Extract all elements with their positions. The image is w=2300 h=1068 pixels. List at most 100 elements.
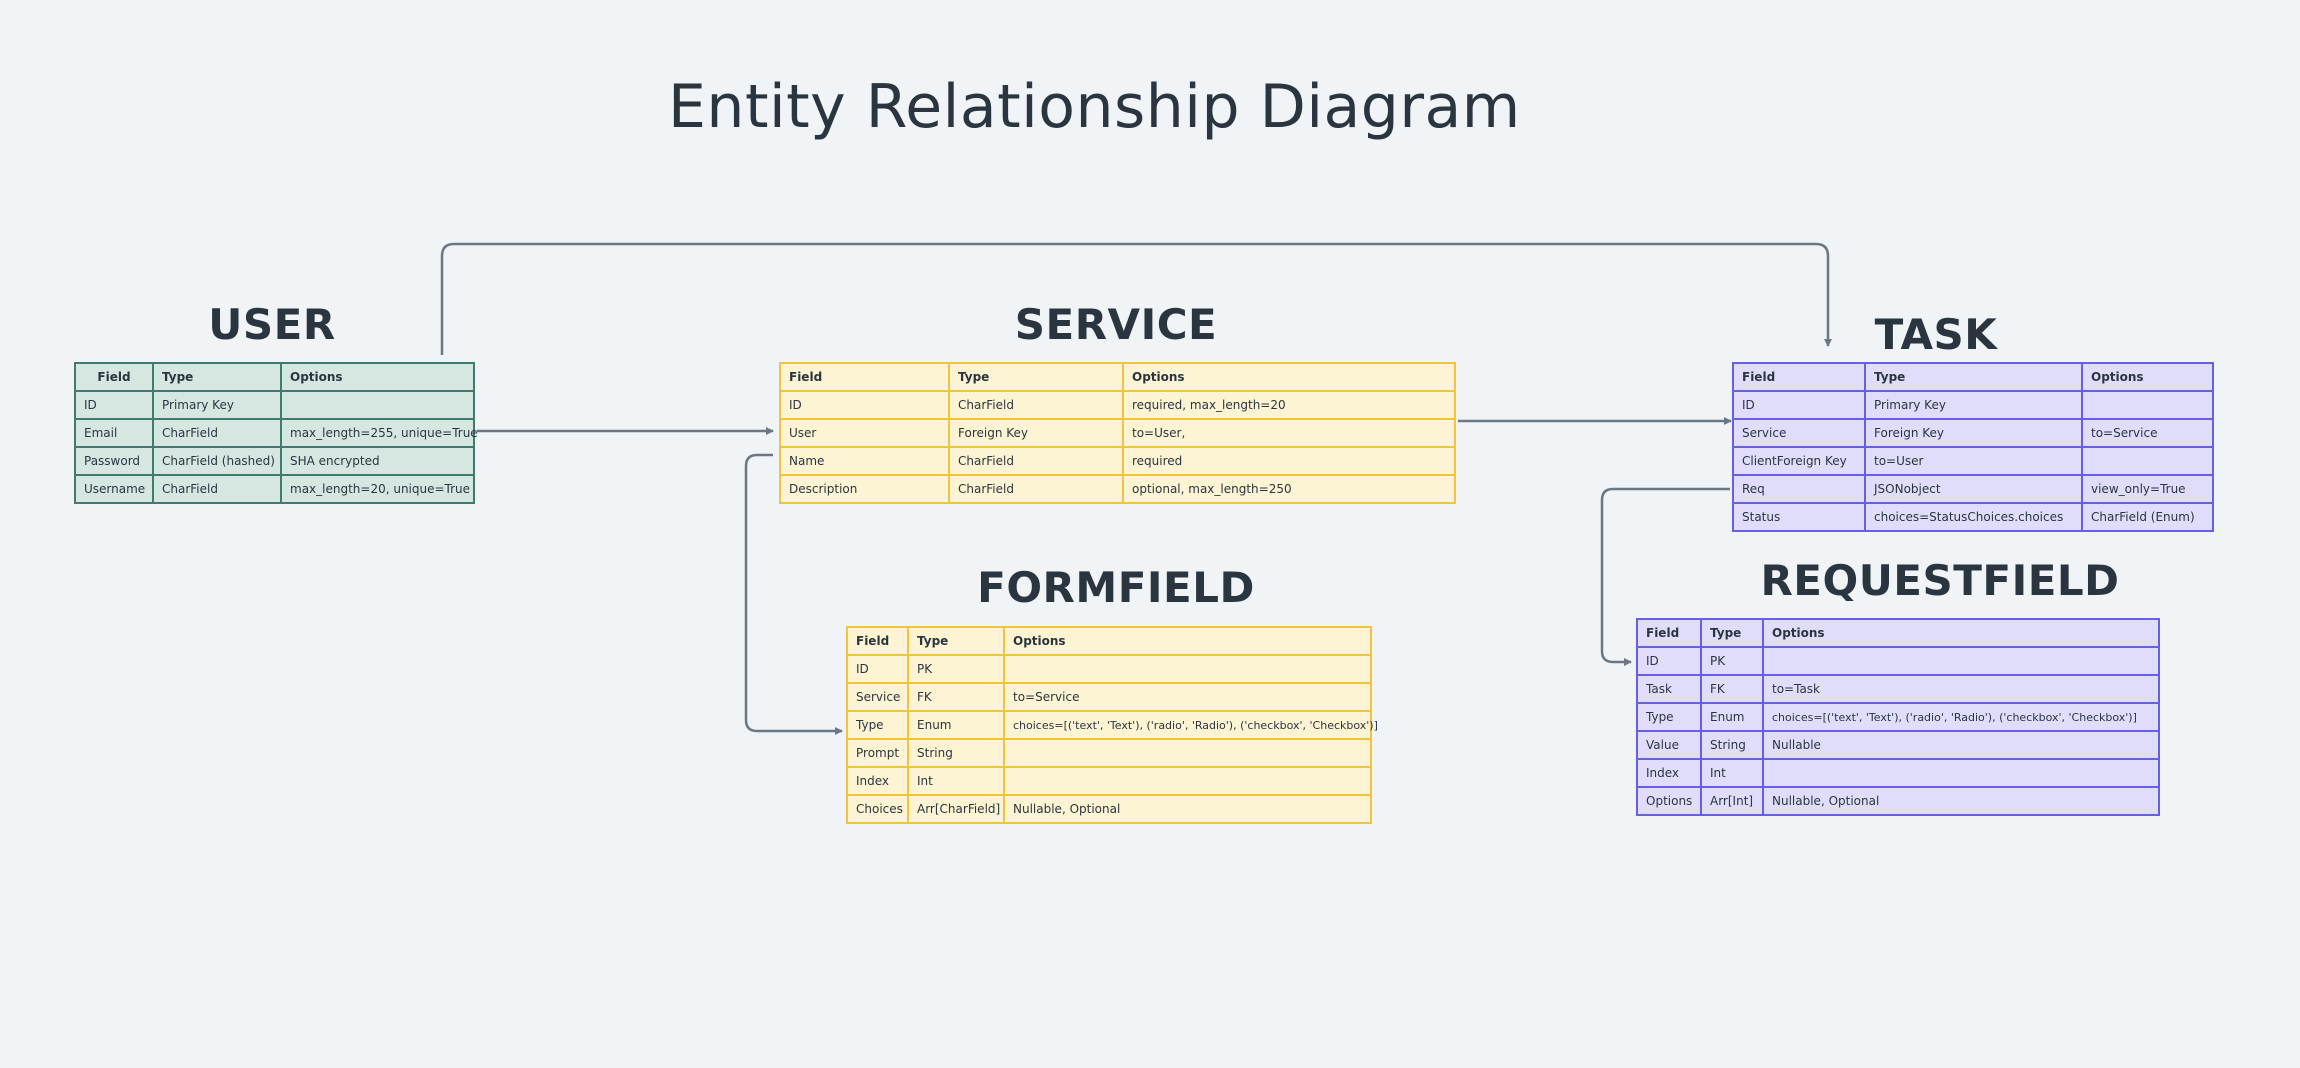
- page-title: Entity Relationship Diagram: [668, 72, 1521, 142]
- table-row: ID CharField required, max_length=20: [779, 390, 1456, 420]
- options-cell: to=Service: [1003, 682, 1372, 712]
- table-header-row: Field Type Options: [1636, 618, 2160, 648]
- field-cell: ID: [74, 390, 154, 420]
- type-cell: Int: [1700, 758, 1764, 788]
- column-header-options: Options: [1762, 618, 2160, 648]
- options-cell: Nullable, Optional: [1762, 786, 2160, 816]
- table-row: Description CharField optional, max_leng…: [779, 474, 1456, 504]
- table-header-row: Field Type Options: [74, 362, 475, 392]
- table-row: ClientForeign Key to=User: [1732, 446, 2214, 476]
- type-cell: CharField: [152, 474, 282, 504]
- field-cell: Service: [1732, 418, 1866, 448]
- options-cell: choices=[('text', 'Text'), ('radio', 'Ra…: [1003, 710, 1378, 740]
- field-cell: Name: [779, 446, 950, 476]
- table-row: Service Foreign Key to=Service: [1732, 418, 2214, 448]
- column-header-field: Field: [779, 362, 950, 392]
- options-cell: max_length=20, unique=True: [280, 474, 475, 504]
- table-row: User Foreign Key to=User,: [779, 418, 1456, 448]
- field-cell: ID: [846, 654, 909, 684]
- options-cell: Nullable: [1762, 730, 2160, 760]
- options-cell: [2081, 390, 2214, 420]
- entity-table-service: Field Type Options ID CharField required…: [779, 362, 1456, 504]
- table-row: Status choices=StatusChoices.choices Cha…: [1732, 502, 2214, 532]
- type-cell: CharField: [948, 474, 1124, 504]
- table-row: Index Int: [846, 766, 1372, 796]
- table-row: Type Enum choices=[('text', 'Text'), ('r…: [846, 710, 1378, 740]
- options-cell: optional, max_length=250: [1122, 474, 1456, 504]
- type-cell: Enum: [907, 710, 1005, 740]
- table-row: Password CharField (hashed) SHA encrypte…: [74, 446, 475, 476]
- entity-table-formfield: Field Type Options ID PK Service FK to=S…: [846, 626, 1378, 824]
- field-cell: Req: [1732, 474, 1866, 504]
- table-row: ID Primary Key: [74, 390, 475, 420]
- type-cell: choices=StatusChoices.choices: [1864, 502, 2083, 532]
- column-header-type: Type: [1700, 618, 1764, 648]
- field-cell: Password: [74, 446, 154, 476]
- type-cell: CharField: [948, 446, 1124, 476]
- column-header-field: Field: [74, 362, 154, 392]
- options-cell: to=Task: [1762, 674, 2160, 704]
- table-row: Name CharField required: [779, 446, 1456, 476]
- table-row: Options Arr[Int] Nullable, Optional: [1636, 786, 2160, 816]
- table-row: ID Primary Key: [1732, 390, 2214, 420]
- options-cell: [1003, 654, 1372, 684]
- type-cell: FK: [907, 682, 1005, 712]
- type-cell: to=User: [1864, 446, 2083, 476]
- options-cell: to=User,: [1122, 418, 1456, 448]
- column-header-options: Options: [1003, 626, 1372, 656]
- table-header-row: Field Type Options: [779, 362, 1456, 392]
- type-cell: Foreign Key: [948, 418, 1124, 448]
- options-cell: max_length=255, unique=True: [280, 418, 478, 448]
- field-cell: Status: [1732, 502, 1866, 532]
- field-cell: Type: [1636, 702, 1702, 732]
- type-cell: CharField (hashed): [152, 446, 282, 476]
- options-cell: to=Service: [2081, 418, 2214, 448]
- column-header-options: Options: [2081, 362, 2214, 392]
- column-header-field: Field: [1732, 362, 1866, 392]
- options-cell: required: [1122, 446, 1456, 476]
- field-cell: Index: [1636, 758, 1702, 788]
- type-cell: Enum: [1700, 702, 1764, 732]
- field-cell: ID: [779, 390, 950, 420]
- field-cell: Options: [1636, 786, 1702, 816]
- type-cell: Int: [907, 766, 1005, 796]
- type-cell: String: [1700, 730, 1764, 760]
- table-header-row: Field Type Options: [846, 626, 1372, 656]
- options-cell: [2081, 446, 2214, 476]
- type-cell: Primary Key: [1864, 390, 2083, 420]
- type-cell: CharField: [948, 390, 1124, 420]
- type-cell: Foreign Key: [1864, 418, 2083, 448]
- table-row: Service FK to=Service: [846, 682, 1372, 712]
- entity-title-requestfield: REQUESTFIELD: [1760, 556, 2120, 605]
- table-header-row: Field Type Options: [1732, 362, 2214, 392]
- table-row: ID PK: [1636, 646, 2160, 676]
- options-cell: view_only=True: [2081, 474, 2214, 504]
- type-cell: Primary Key: [152, 390, 282, 420]
- options-cell: [1003, 738, 1372, 768]
- entity-title-user: USER: [208, 300, 336, 349]
- field-cell: Email: [74, 418, 154, 448]
- table-row: Index Int: [1636, 758, 2160, 788]
- field-cell: Task: [1636, 674, 1702, 704]
- table-row: Req JSONobject view_only=True: [1732, 474, 2214, 504]
- options-cell: choices=[('text', 'Text'), ('radio', 'Ra…: [1762, 702, 2160, 732]
- field-cell: Prompt: [846, 738, 909, 768]
- field-cell: Value: [1636, 730, 1702, 760]
- table-row: ID PK: [846, 654, 1372, 684]
- type-cell: PK: [907, 654, 1005, 684]
- field-cell: Type: [846, 710, 909, 740]
- column-header-field: Field: [846, 626, 909, 656]
- options-cell: SHA encrypted: [280, 446, 475, 476]
- type-cell: String: [907, 738, 1005, 768]
- entity-title-formfield: FORMFIELD: [977, 563, 1255, 612]
- column-header-type: Type: [948, 362, 1124, 392]
- field-cell: Service: [846, 682, 909, 712]
- options-cell: required, max_length=20: [1122, 390, 1456, 420]
- type-cell: PK: [1700, 646, 1764, 676]
- options-cell: [1762, 758, 2160, 788]
- field-cell: Description: [779, 474, 950, 504]
- field-cell: Username: [74, 474, 154, 504]
- column-header-field: Field: [1636, 618, 1702, 648]
